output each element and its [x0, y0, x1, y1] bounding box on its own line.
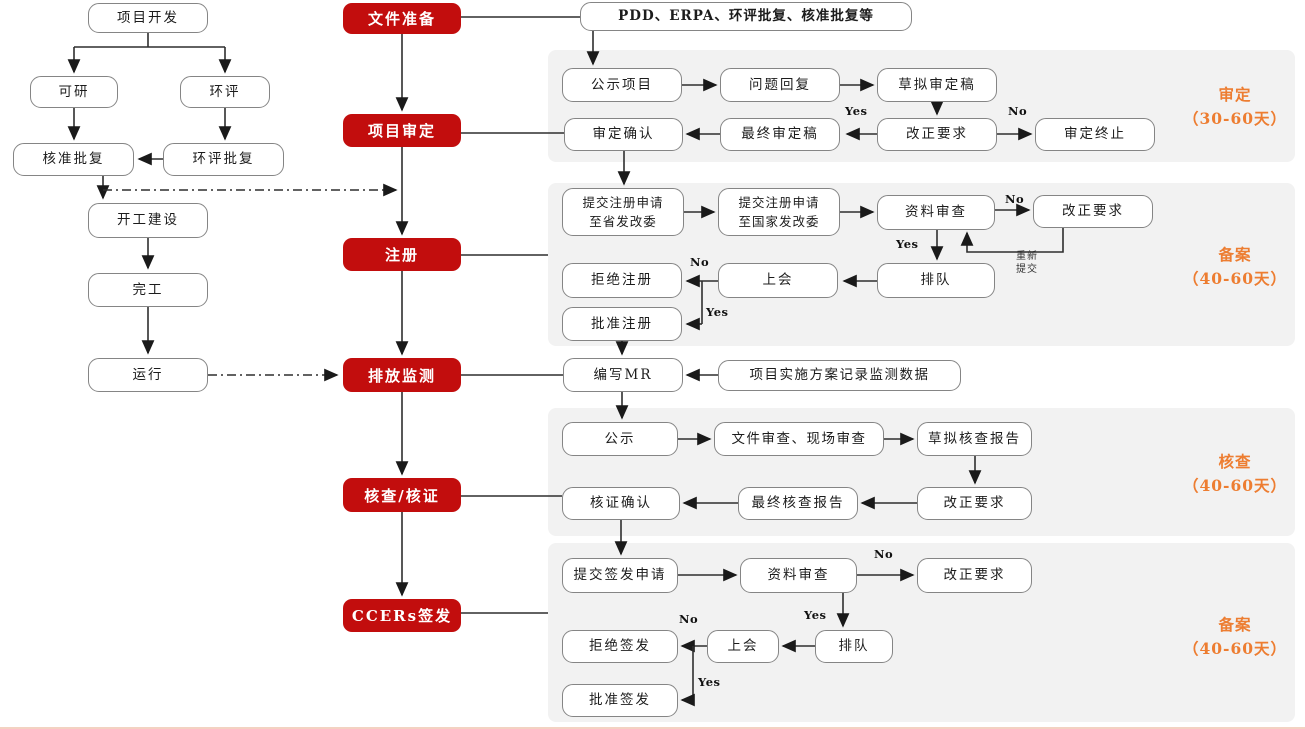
label-registration-review-yes: Yes: [896, 237, 919, 251]
node-certification-confirm: 核证确认: [562, 487, 680, 520]
node-registration-material-review: 资料审查: [877, 195, 995, 230]
tag-issuance-days: （40-60天）: [1182, 639, 1288, 659]
node-issuance-correction: 改正要求: [917, 558, 1032, 593]
tag-verification-days: （40-60天）: [1182, 476, 1288, 496]
node-doc-and-site-review: 文件审查、现场审查: [714, 422, 884, 456]
node-approval-reply: 核准批复: [13, 143, 134, 176]
node-validation-correction: 改正要求: [877, 118, 997, 151]
tag-validation-duration: 审定 （30-60天）: [1165, 83, 1305, 131]
submit-provincial-line1: 提交注册申请: [582, 194, 664, 210]
node-registration-queue: 排队: [877, 263, 995, 298]
node-monitoring-data-source: 项目实施方案记录监测数据: [718, 360, 961, 391]
label-registration-review-no: No: [1005, 192, 1025, 206]
node-feasibility-study: 可研: [30, 76, 118, 108]
stage-verification-certification: 核查/核证: [343, 478, 461, 512]
node-submit-issuance-application: 提交签发申请: [562, 558, 678, 593]
node-project-development: 项目开发: [88, 3, 208, 33]
tag-registration-title: 备案: [1218, 245, 1252, 264]
node-write-mr: 编写MR: [563, 358, 683, 392]
stage-project-validation: 项目审定: [343, 114, 461, 147]
node-submit-national-ndrc: 提交注册申请 至国家发改委: [718, 188, 840, 236]
submit-national-line2: 至国家发改委: [738, 214, 820, 229]
node-submit-provincial-ndrc: 提交注册申请 至省发改委: [562, 188, 684, 236]
node-eia-approval-reply: 环评批复: [163, 143, 284, 176]
node-eia: 环评: [180, 76, 270, 108]
node-approve-registration: 批准注册: [562, 307, 682, 341]
node-prep-documents: PDD、ERPA、环评批复、核准批复等: [580, 2, 912, 31]
tag-verification-duration: 核查 （40-60天）: [1165, 450, 1305, 498]
tag-issuance-title: 备案: [1218, 615, 1252, 634]
stage-file-preparation: 文件准备: [343, 3, 461, 34]
left-flow-connectors: [67, 33, 398, 382]
label-issuance-meeting-yes: Yes: [698, 675, 721, 689]
node-reject-issuance: 拒绝签发: [562, 630, 678, 663]
node-issuance-material-review: 资料审查: [740, 558, 857, 593]
label-validation-yes: Yes: [845, 104, 868, 118]
node-issuance-meeting: 上会: [707, 630, 779, 663]
node-final-verification-report: 最终核查报告: [738, 487, 858, 520]
submit-national-line1: 提交注册申请: [738, 194, 820, 210]
label-registration-meeting-no: No: [690, 255, 710, 269]
stage-column-connectors: [395, 16, 580, 614]
resubmit-line1: 重新: [1016, 251, 1038, 262]
registration-connectors: [615, 203, 1064, 356]
node-issuance-queue: 排队: [815, 630, 893, 663]
stage-ccers-issuance: CCERs签发: [343, 599, 461, 632]
node-question-reply: 问题回复: [720, 68, 840, 102]
tag-registration-duration: 备案 （40-60天）: [1165, 243, 1305, 291]
node-registration-meeting: 上会: [718, 263, 838, 298]
submit-provincial-line2: 至省发改委: [589, 214, 657, 229]
node-verification-correction: 改正要求: [917, 487, 1032, 520]
label-resubmit: 重新 提交: [1008, 250, 1046, 276]
tag-validation-days: （30-60天）: [1182, 109, 1288, 129]
node-draft-verification-report: 草拟核查报告: [917, 422, 1032, 456]
stage-emission-monitoring: 排放监测: [343, 358, 461, 392]
tag-registration-days: （40-60天）: [1182, 269, 1288, 289]
node-approve-issuance: 批准签发: [562, 684, 678, 717]
node-validation-terminate: 审定终止: [1035, 118, 1155, 151]
node-reject-registration: 拒绝注册: [562, 263, 682, 298]
node-registration-correction: 改正要求: [1033, 195, 1153, 228]
stage-registration: 注册: [343, 238, 461, 271]
label-validation-no: No: [1008, 104, 1028, 118]
validation-connectors: [586, 31, 1033, 186]
tag-verification-title: 核查: [1218, 452, 1252, 471]
node-publicize-project: 公示项目: [562, 68, 682, 102]
issuance-connectors: [678, 568, 915, 707]
bottom-border-line: [0, 727, 1305, 729]
label-issuance-review-no: No: [874, 547, 894, 561]
monitoring-connectors: [615, 368, 718, 420]
node-completion: 完工: [88, 273, 208, 307]
tag-validation-title: 审定: [1218, 85, 1252, 104]
node-verification-publicize: 公示: [562, 422, 678, 456]
node-draft-validation-report: 草拟审定稿: [877, 68, 997, 102]
label-registration-meeting-yes: Yes: [706, 305, 729, 319]
node-construction-start: 开工建设: [88, 203, 208, 238]
node-final-validation-report: 最终审定稿: [720, 118, 840, 151]
node-operation: 运行: [88, 358, 208, 392]
label-issuance-meeting-no: No: [679, 612, 699, 626]
verification-connectors: [614, 432, 982, 556]
tag-issuance-duration: 备案 （40-60天）: [1165, 613, 1305, 661]
label-issuance-review-yes: Yes: [804, 608, 827, 622]
node-validation-confirm: 审定确认: [564, 118, 683, 151]
resubmit-line2: 提交: [1016, 264, 1038, 275]
